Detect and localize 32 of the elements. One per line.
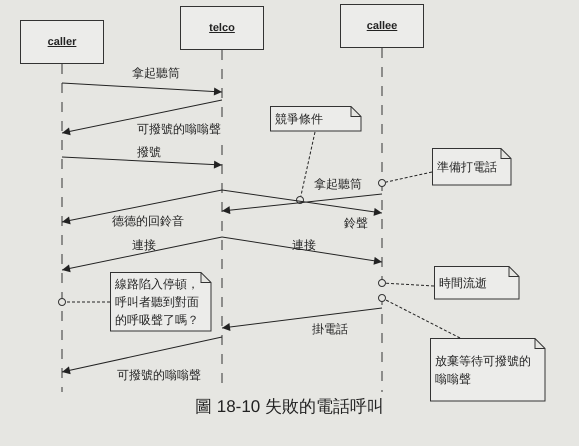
message-arrow xyxy=(222,190,382,216)
message-arrow xyxy=(222,236,382,265)
edge-label: 撥號 xyxy=(135,145,163,159)
edge-label: 可撥號的嗡嗡聲 xyxy=(115,368,203,382)
leader-line xyxy=(385,172,432,183)
object-box: caller xyxy=(20,20,104,64)
message-arrow xyxy=(62,336,222,374)
note: 線路陷入停頓，呼叫者聽到對面的呼吸聲了嗎？ xyxy=(110,272,212,332)
message-arrow xyxy=(62,236,222,272)
leader-line xyxy=(386,282,434,286)
edge-label: 掛電話 xyxy=(310,322,350,336)
message-arrow xyxy=(62,100,222,136)
note: 時間流逝 xyxy=(434,266,520,300)
edge-label: 拿起聽筒 xyxy=(312,177,364,191)
edge-label: 連接 xyxy=(130,238,158,252)
message-arrow xyxy=(222,308,382,331)
note: 放棄等待可撥號的嗡嗡聲 xyxy=(430,338,546,402)
message-arrow xyxy=(222,194,382,214)
object-box: callee xyxy=(340,4,424,48)
edge-label: 德德的回鈴音 xyxy=(110,214,186,228)
figure-caption: 圖 18-10 失敗的電話呼叫 xyxy=(194,396,385,418)
edge-label: 鈴聲 xyxy=(342,216,370,230)
message-arrow xyxy=(62,190,222,224)
message-arrow xyxy=(62,156,222,169)
note: 準備打電話 xyxy=(432,148,512,186)
edge-label: 拿起聽筒 xyxy=(130,66,182,80)
object-box: telco xyxy=(180,6,264,50)
leader-line xyxy=(300,132,316,197)
message-arrow xyxy=(62,82,222,96)
leader-line xyxy=(385,299,460,338)
edge-label: 可撥號的嗡嗡聲 xyxy=(135,122,223,136)
note: 競爭條件 xyxy=(270,106,362,132)
